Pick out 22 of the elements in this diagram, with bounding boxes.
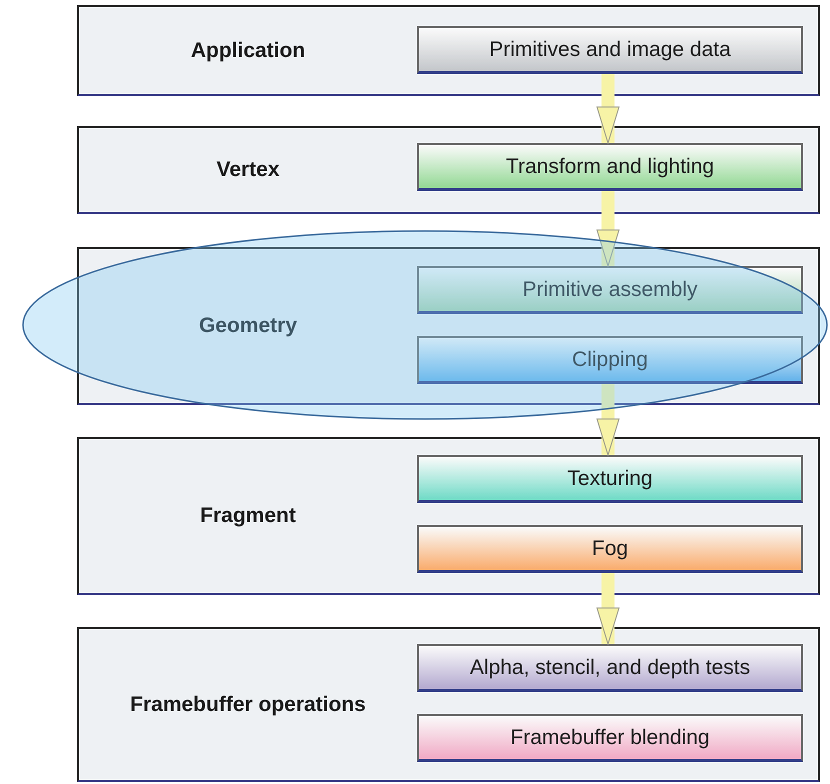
flow-arrow — [596, 74, 620, 144]
process-box: Framebuffer blending — [417, 714, 803, 762]
stage-label: Framebuffer operations — [129, 692, 367, 716]
stage-band — [77, 126, 820, 214]
stage-label: Geometry — [198, 314, 298, 338]
stage-band — [77, 437, 820, 595]
process-box: Primitives and image data — [417, 26, 803, 74]
process-box: Transform and lighting — [417, 143, 803, 191]
flow-arrow — [596, 573, 620, 644]
stage-band — [77, 247, 820, 405]
flow-arrow — [596, 191, 620, 266]
stage-label: Application — [190, 38, 306, 62]
process-box: Texturing — [417, 455, 803, 503]
process-box: Alpha, stencil, and depth tests — [417, 644, 803, 692]
stage-label: Fragment — [199, 504, 297, 528]
stage-label: Vertex — [215, 158, 281, 182]
stage-band — [77, 5, 820, 96]
process-box: Primitive assembly — [417, 266, 803, 314]
process-box: Clipping — [417, 336, 803, 384]
process-box: Fog — [417, 525, 803, 573]
stage-band — [77, 627, 820, 782]
flow-arrow — [596, 384, 620, 456]
